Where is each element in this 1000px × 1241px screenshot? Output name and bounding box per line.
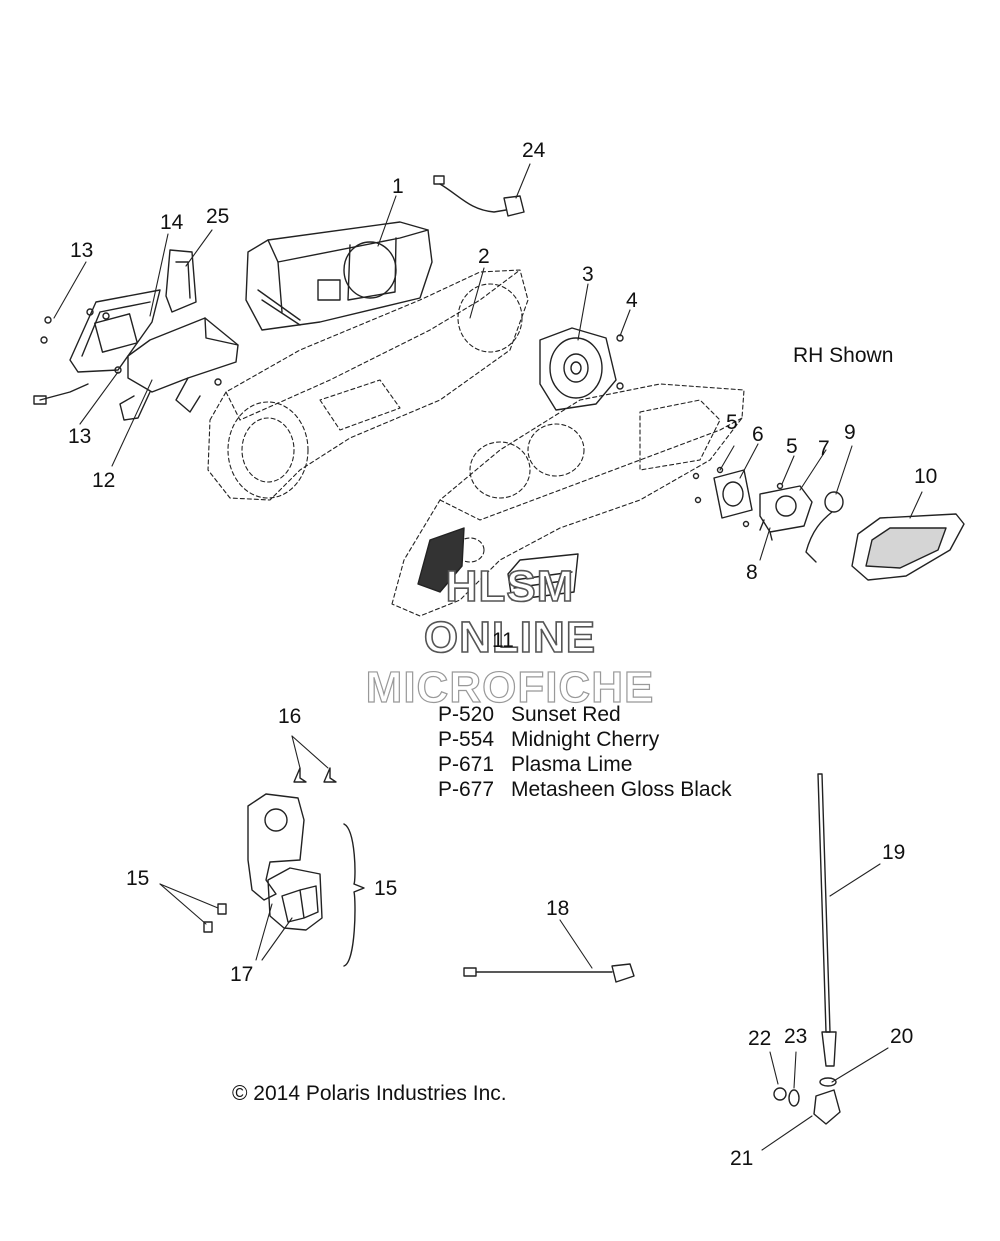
paint-name: Plasma Lime <box>511 753 633 776</box>
callout-12: 12 <box>92 469 116 492</box>
part-antenna <box>773 773 841 1125</box>
paint-name: Metasheen Gloss Black <box>511 778 732 801</box>
callout-5b: 5 <box>786 435 798 458</box>
callout-3: 3 <box>582 263 594 286</box>
part-outer-fairing <box>391 383 745 617</box>
paint-code-row: P-520 Sunset Red <box>438 702 732 727</box>
callout-8: 8 <box>746 561 758 584</box>
copyright-notice: © 2014 Polaris Industries Inc. <box>232 1082 507 1105</box>
paint-code-list: P-520 Sunset Red P-554 Midnight Cherry P… <box>438 702 732 802</box>
callout-16: 16 <box>278 705 302 728</box>
part-speaker-grille <box>851 513 965 581</box>
callout-18: 18 <box>546 897 570 920</box>
callout-21: 21 <box>730 1147 754 1170</box>
callout-10: 10 <box>914 465 938 488</box>
part-switch-panel <box>203 767 365 967</box>
view-note: RH Shown <box>793 344 894 367</box>
callout-14: 14 <box>160 211 184 234</box>
paint-name: Midnight Cherry <box>511 728 660 751</box>
callout-17: 17 <box>230 963 254 986</box>
callout-2: 2 <box>478 245 490 268</box>
callout-13a: 13 <box>70 239 94 262</box>
callout-23: 23 <box>784 1025 808 1048</box>
paint-code: P-520 <box>438 703 495 726</box>
watermark-line-2: ONLINE <box>423 612 597 663</box>
callout-13b: 13 <box>68 425 92 448</box>
callout-24: 24 <box>522 139 546 162</box>
part-inner-fairing <box>207 269 529 501</box>
callout-15a: 15 <box>126 867 150 890</box>
callout-9: 9 <box>844 421 856 444</box>
paint-code-row: P-554 Midnight Cherry <box>438 727 732 752</box>
watermark-line-3: MICROFICHE <box>365 662 655 712</box>
callout-1: 1 <box>392 175 404 198</box>
callout-4: 4 <box>626 289 638 312</box>
callout-19: 19 <box>882 841 906 864</box>
callout-22: 22 <box>748 1027 772 1050</box>
part-vent-left <box>417 527 465 593</box>
callout-11: 11 <box>492 629 514 652</box>
part-radio-housing <box>245 221 433 331</box>
part-center-vent <box>507 553 579 601</box>
callout-7: 7 <box>818 437 830 460</box>
leader-lines <box>53 163 923 1151</box>
watermark-line-1: HLSM <box>445 561 575 612</box>
callout-6: 6 <box>752 423 764 446</box>
paint-code: P-671 <box>438 753 495 776</box>
paint-code-row: P-677 Metasheen Gloss Black <box>438 777 732 802</box>
part-speaker <box>539 327 624 411</box>
part-tweeter-assembly <box>692 466 844 563</box>
paint-code: P-554 <box>438 728 495 751</box>
part-antenna-cable <box>463 963 635 983</box>
part-bracket-assembly <box>33 249 239 421</box>
callout-15b: 15 <box>374 877 398 900</box>
paint-code: P-677 <box>438 778 495 801</box>
callout-25: 25 <box>206 205 230 228</box>
paint-name: Sunset Red <box>511 703 621 726</box>
paint-code-row: P-671 Plasma Lime <box>438 752 732 777</box>
callout-5a: 5 <box>726 411 738 434</box>
part-harness <box>433 175 525 217</box>
callout-20: 20 <box>890 1025 914 1048</box>
